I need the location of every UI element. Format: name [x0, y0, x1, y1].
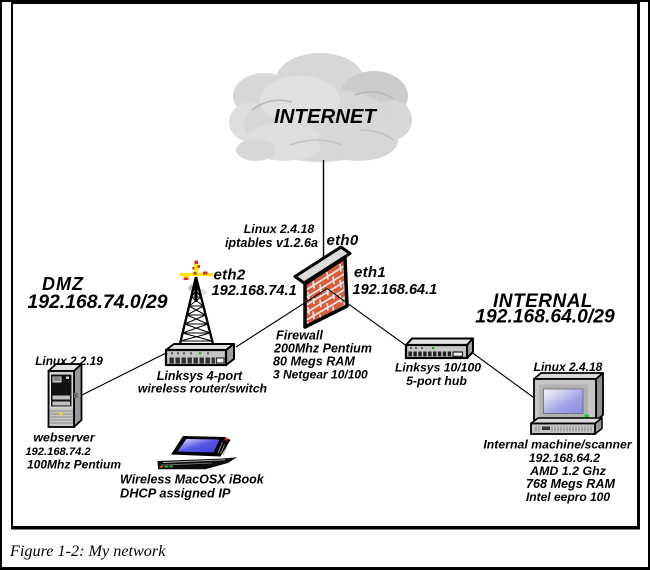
svg-text:webserver: webserver	[33, 431, 95, 445]
svg-text:192.168.64.1: 192.168.64.1	[353, 282, 438, 298]
svg-text:eth2: eth2	[214, 267, 246, 284]
svg-text:192.168.64.0/29: 192.168.64.0/29	[475, 307, 615, 328]
svg-text:Firewall: Firewall	[276, 329, 323, 343]
svg-text:INTERNAL: INTERNAL	[493, 291, 593, 312]
svg-text:Wireless MacOSX iBook: Wireless MacOSX iBook	[120, 473, 265, 487]
svg-text:Intel eepro 100: Intel eepro 100	[526, 490, 610, 504]
svg-text:AMD 1.2 Ghz: AMD 1.2 Ghz	[529, 464, 607, 478]
svg-text:3 Netgear 10/100: 3 Netgear 10/100	[273, 368, 368, 382]
svg-text:iptables v1.2.6a: iptables v1.2.6a	[225, 236, 318, 250]
svg-text:DMZ: DMZ	[42, 274, 84, 294]
svg-text:wireless router/switch: wireless router/switch	[138, 382, 267, 396]
svg-text:Linux 2.4.18: Linux 2.4.18	[244, 222, 315, 236]
svg-text:192.168.64.2: 192.168.64.2	[529, 451, 600, 465]
svg-text:Linksys 4-port: Linksys 4-port	[157, 369, 243, 383]
svg-text:5-port hub: 5-port hub	[406, 374, 467, 388]
svg-text:Linksys 10/100: Linksys 10/100	[395, 361, 481, 375]
svg-text:192.168.74.2: 192.168.74.2	[25, 446, 91, 458]
svg-text:192.168.74.0/29: 192.168.74.0/29	[27, 291, 167, 313]
svg-text:192.168.74.1: 192.168.74.1	[212, 283, 297, 299]
svg-text:DHCP assigned IP: DHCP assigned IP	[120, 486, 231, 501]
svg-text:Figure 1-2: My network: Figure 1-2: My network	[9, 542, 166, 560]
svg-text:200Mhz Pentium: 200Mhz Pentium	[273, 342, 372, 356]
svg-text:768 Megs RAM: 768 Megs RAM	[526, 477, 615, 491]
svg-text:INTERNET: INTERNET	[274, 106, 377, 128]
svg-text:Internal machine/scanner: Internal machine/scanner	[483, 438, 633, 452]
svg-text:eth0: eth0	[327, 232, 359, 249]
svg-text:eth1: eth1	[354, 264, 386, 281]
svg-text:Linux 2.2.19: Linux 2.2.19	[35, 354, 103, 368]
svg-text:Linux 2.4.18: Linux 2.4.18	[534, 360, 603, 374]
svg-text:80 Megs RAM: 80 Megs RAM	[273, 355, 355, 369]
svg-text:100Mhz Pentium: 100Mhz Pentium	[27, 458, 121, 472]
